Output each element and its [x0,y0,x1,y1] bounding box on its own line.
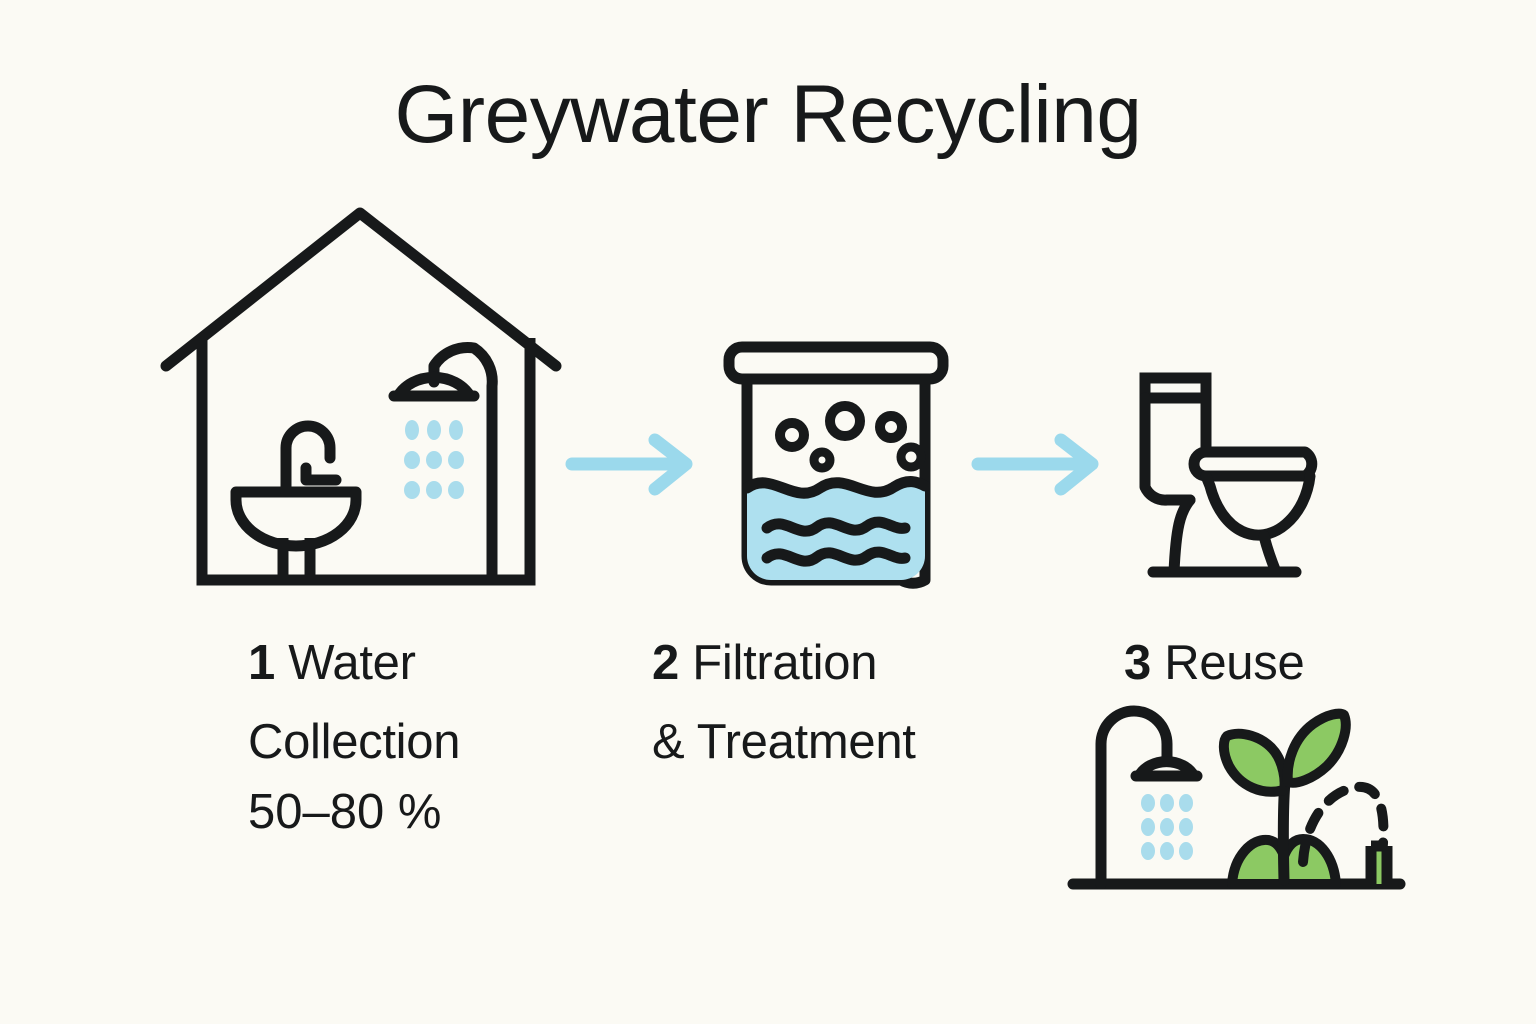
arrow-step2-to-step3 [971,433,1099,496]
plant-leaf-left-icon [1218,728,1290,797]
step-1-number: 1 [248,636,275,690]
filtration-tank-icon [723,341,949,589]
arrow-step1-to-step2 [565,433,693,496]
plant-leaf-right-icon [1282,708,1351,788]
step-2-label: 2 Filtration & Treatment [652,624,1052,783]
outdoor-shower-icon [1095,705,1203,890]
sprinkler-water-arc-icon [1298,782,1389,867]
step-3-text: Reuse [1150,636,1305,690]
step-1-stat: 50–80 % [248,785,442,839]
water-surface-line [741,476,931,499]
house-with-sink-and-shower-icon [160,207,562,586]
page-title: Greywater Recycling [394,69,1142,160]
tank-water-fill [747,480,925,580]
step-3-label: 3 Reuse [1124,624,1454,703]
plant-stem-icon [1277,776,1291,886]
shower-head-dome-icon [392,371,476,402]
shower-droplets-icon [404,420,464,499]
step-2-text: Filtration & Treatment [652,636,916,770]
house-roof-icon [160,207,562,372]
water-wave-line-1 [761,516,911,537]
faucet-handle-icon [300,462,342,486]
toilet-icon [1139,372,1318,578]
outdoor-shower-pipe-icon [1095,705,1173,890]
sink-icon [230,420,362,580]
garden-irrigation-icon [1067,705,1406,890]
step-1-text: Water Collection [248,636,461,770]
house-walls-icon [196,338,536,586]
tank-bubbles-icon [775,401,926,473]
step-1-label: 1 Water Collection [248,624,578,783]
sink-bowl-icon [230,486,362,552]
sink-pedestal-icon [277,538,316,580]
water-wave-line-2 [761,546,911,567]
shower-pipe-icon [428,342,498,584]
step-2-number: 2 [652,636,679,690]
shower-icon [388,342,498,584]
step-3-number: 3 [1124,636,1151,690]
outdoor-shower-droplets-icon [1141,794,1193,860]
faucet-spout-icon [280,420,336,498]
outdoor-shower-dome-icon [1133,756,1200,782]
sprinkler-post-icon [1365,840,1393,884]
